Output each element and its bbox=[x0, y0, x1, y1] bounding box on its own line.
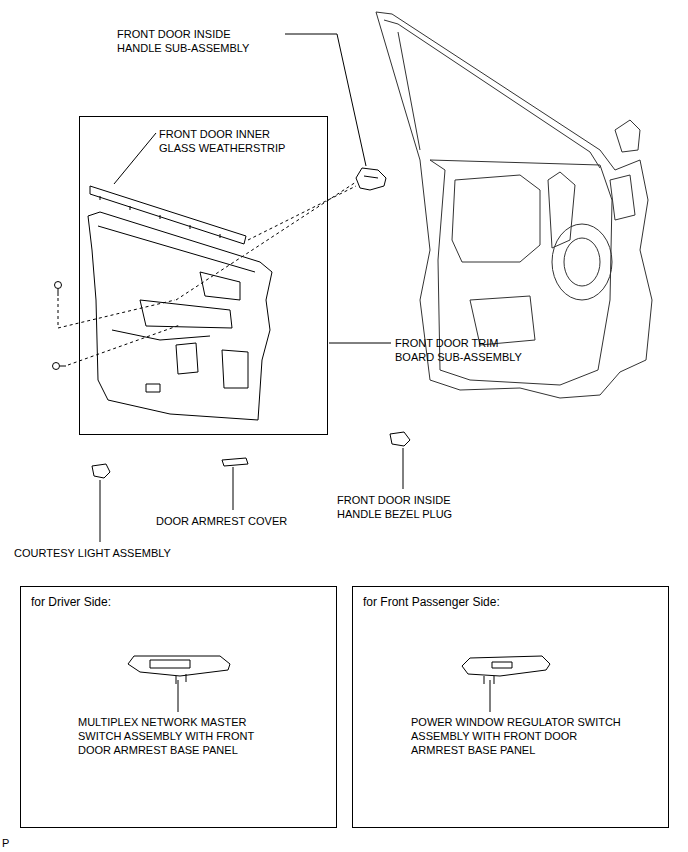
label-holder: DOOR ARMREST COVER bbox=[156, 514, 306, 528]
dashed-guide bbox=[58, 182, 356, 365]
part-label: DOOR ARMREST COVER bbox=[156, 514, 306, 528]
group-box: for Driver Side: MULTIPLEX NETWORK MASTER… bbox=[20, 586, 337, 828]
trim-board-part bbox=[88, 212, 272, 420]
part-label: P bbox=[2, 836, 22, 850]
courtesy-light-part bbox=[92, 464, 110, 478]
label-holder: FRONT DOOR TRIM BOARD SUB-ASSEMBLY bbox=[395, 336, 535, 364]
part-name: FRONT DOOR INNER GLASS WEATHERSTRIP bbox=[159, 127, 309, 155]
label-holder: COURTESY LIGHT ASSEMBLY bbox=[14, 546, 204, 560]
bezel-plug-part bbox=[390, 432, 410, 446]
variant-heading: for Front Passenger Side: bbox=[363, 595, 653, 610]
part-label: COURTESY LIGHT ASSEMBLY bbox=[14, 546, 204, 560]
master-switch-part bbox=[128, 656, 230, 684]
part-name: MULTIPLEX NETWORK MASTER SWITCH ASSEMBLY… bbox=[78, 715, 288, 757]
variant-heading: for Driver Side: bbox=[31, 595, 321, 610]
passenger-switch-part bbox=[462, 656, 550, 684]
part-name: POWER WINDOW REGULATOR SWITCH ASSEMBLY W… bbox=[411, 715, 621, 757]
weatherstrip-part bbox=[90, 186, 246, 244]
armrest-cover-part bbox=[222, 458, 248, 466]
part-label: FRONT DOOR TRIM BOARD SUB-ASSEMBLY bbox=[395, 336, 535, 364]
clip-part bbox=[53, 282, 67, 370]
inside-handle-part bbox=[356, 168, 386, 190]
group-box: FRONT DOOR INNER GLASS WEATHERSTRIP bbox=[79, 116, 328, 435]
label-holder: P bbox=[2, 836, 22, 850]
group-box: for Front Passenger Side: POWER WINDOW RE… bbox=[352, 586, 669, 828]
label-holder: FRONT DOOR INSIDE HANDLE BEZEL PLUG bbox=[337, 493, 472, 521]
label-holder: FRONT DOOR INSIDE HANDLE SUB-ASSEMBLY bbox=[117, 27, 277, 55]
door-shell bbox=[376, 12, 652, 398]
part-label: FRONT DOOR INSIDE HANDLE SUB-ASSEMBLY bbox=[117, 27, 277, 55]
part-label: FRONT DOOR INSIDE HANDLE BEZEL PLUG bbox=[337, 493, 472, 521]
leader-line bbox=[100, 34, 490, 712]
